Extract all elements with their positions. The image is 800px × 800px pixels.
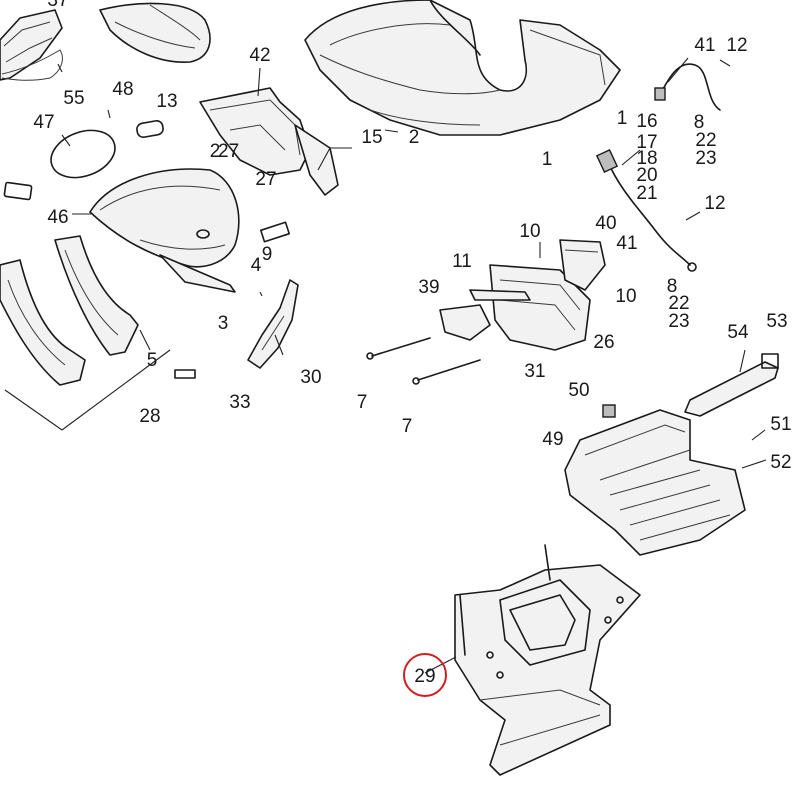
callout-51: 51 [770,414,791,435]
bolt-part [366,337,481,385]
retaining-strap-part [684,353,779,417]
left-duct-part [0,259,86,386]
callout-20: 20 [636,165,657,186]
callout-30: 30 [300,367,321,388]
callout-12-a: 12 [726,35,747,56]
callout-46: 46 [47,207,68,228]
callout-27-a: 27 [218,141,239,162]
callout-8-b: 8 [667,276,678,297]
callout-10-a: 10 [519,221,540,242]
callout-27-b: 27 [255,169,276,190]
mount-bracket-part [199,87,339,196]
callout-23-a: 23 [695,148,716,169]
lower-panel-part [54,235,139,356]
callout-40: 40 [595,213,616,234]
callout-37: 37 [47,0,68,11]
callout-labels: 37 55 48 13 47 42 2 15 2 27 27 46 9 4 3 … [33,0,791,687]
callout-8-a: 8 [694,112,705,133]
callout-7-b: 7 [402,416,413,437]
callout-41-a: 41 [694,35,715,56]
callout-18: 18 [636,148,657,169]
callout-53: 53 [766,311,787,332]
callout-22-b: 22 [668,293,689,314]
callout-2-b: 2 [409,127,420,148]
frame-bracket-part [454,544,641,776]
callout-48: 48 [112,79,133,100]
callout-39: 39 [418,277,439,298]
callout-1-b: 1 [542,149,553,170]
callout-29: 29 [414,666,435,687]
side-cowl-part [89,168,240,293]
callout-28: 28 [139,406,160,427]
leader-lines [4,57,767,674]
callout-31: 31 [524,361,545,382]
callout-15: 15 [361,127,382,148]
callout-55: 55 [63,88,84,109]
callout-3: 3 [218,313,229,334]
sensor-cable-upper-part [595,63,721,272]
callout-5: 5 [147,350,158,371]
callout-49: 49 [542,429,563,450]
callout-41-b: 41 [616,233,637,254]
callout-42: 42 [249,45,270,66]
callout-2-a: 2 [210,141,221,162]
callout-50: 50 [568,380,589,401]
callout-4: 4 [251,255,262,276]
callout-33: 33 [229,392,250,413]
callout-52: 52 [770,452,791,473]
upper-fairing-part [99,2,211,63]
bracket-assembly-part [439,239,606,351]
callout-17: 17 [636,132,657,153]
lamp-ring-part [50,129,116,179]
callout-11: 11 [452,251,472,272]
callout-1-a: 1 [617,108,628,129]
control-module-part [564,404,746,556]
callout-16: 16 [636,111,657,132]
small-bulb-part [3,181,33,201]
callout-12-b: 12 [704,193,725,214]
lamp-lens-part [0,9,63,81]
callout-23-b: 23 [668,311,689,332]
front-fairing-part [304,0,621,136]
callout-13: 13 [156,91,177,112]
callout-21: 21 [636,183,657,204]
callout-10-b: 10 [615,286,636,307]
highlight-circle [403,653,447,697]
callout-47: 47 [33,112,54,133]
bulb-part [136,119,164,139]
callout-22-a: 22 [695,130,716,151]
small-decal-part [174,221,291,379]
callout-54: 54 [727,322,749,343]
side-bracket-part [247,279,299,369]
callout-26: 26 [593,332,614,353]
callout-7-a: 7 [357,392,368,413]
callout-9: 9 [262,244,273,265]
